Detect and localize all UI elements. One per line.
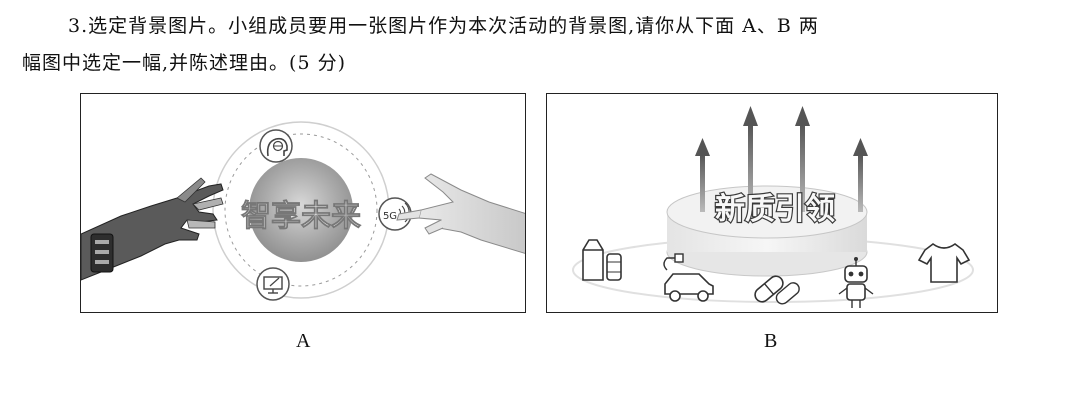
milk-carton-icon: [582, 239, 622, 281]
growth-arrows: [695, 106, 868, 212]
center-logo-text: 智享未来: [241, 199, 361, 234]
center-orb: [249, 158, 353, 262]
head-globe-icon: [259, 129, 293, 163]
image-option-b: 新质引领: [546, 93, 998, 313]
question-line-2: 幅图中选定一幅,并陈述理由。(5 分): [22, 52, 346, 74]
electric-car-icon: [663, 253, 714, 302]
question-text: 3.选定背景图片。小组成员要用一张图片作为本次活动的背景图,请你从下面 A、B …: [0, 8, 1080, 82]
image-a-illustration: 智享未来 5G: [81, 121, 525, 301]
tshirt-icon: [917, 243, 971, 283]
robot-hand: [81, 177, 224, 281]
title-logo-text: 新质引领: [715, 192, 835, 227]
caption-a: A: [296, 330, 311, 352]
badge-5g-text: 5G: [383, 211, 397, 222]
capsule-pill-icon: [754, 275, 800, 305]
human-hand: [396, 173, 525, 254]
monitor-pen-icon: [256, 267, 290, 301]
caption-b: B: [764, 330, 778, 352]
question-line-1: 3.选定背景图片。小组成员要用一张图片作为本次活动的背景图,请你从下面 A、B …: [68, 15, 819, 37]
robot-icon: [838, 257, 874, 308]
image-option-a: 智享未来 5G: [80, 93, 526, 313]
image-b-illustration: 新质引领: [572, 106, 974, 308]
5g-signal-icon: 5G: [378, 197, 412, 231]
